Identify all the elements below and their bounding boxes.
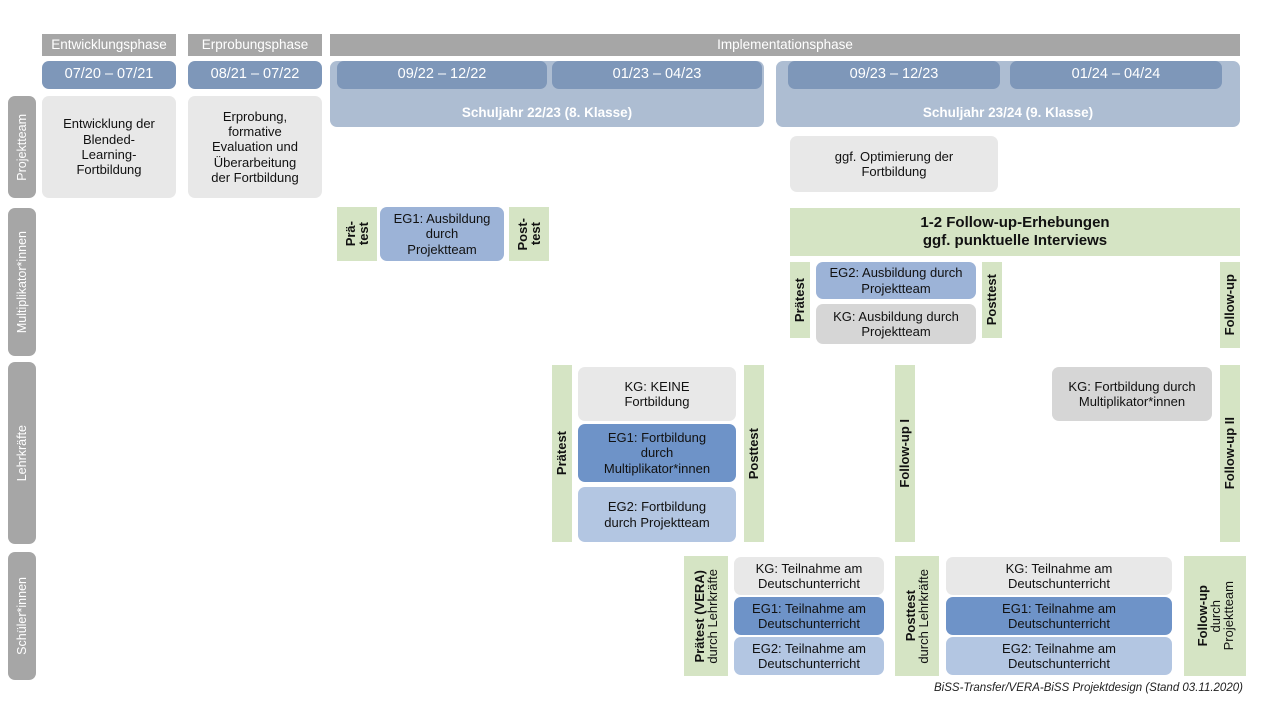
period-07-20-07-21: 07/20 – 07/21 xyxy=(42,61,176,89)
row-label-projektteam: Projektteam xyxy=(8,96,36,198)
multiplikatoren-praetest-short-strip: Prä- test xyxy=(337,207,377,261)
schueler-praetest-line-2: durch Lehrkräfte xyxy=(705,568,720,664)
lehrkraefte-followup-2-strip: Follow-up II xyxy=(1220,365,1240,542)
row-label-projektteam-text: Projektteam xyxy=(14,113,29,181)
multiplikatoren-kg-box: KG: Ausbildung durch Projektteam xyxy=(816,304,976,344)
multiplikatoren-followup-strip: Follow-up xyxy=(1220,262,1240,348)
projektteam-entwicklung-box: Entwicklung der Blended- Learning- Fortb… xyxy=(42,96,176,198)
lehrkraefte-kg-fortbildung-box: KG: Fortbildung durch Multiplikator*inne… xyxy=(1052,367,1212,421)
schueler-followup-text: Follow-up durch Projektteam xyxy=(1184,556,1246,676)
period-08-21-07-22: 08/21 – 07/22 xyxy=(188,61,322,89)
multiplikatoren-posttest-short-strip: Post- test xyxy=(509,207,549,261)
school-year-23-24-label: Schuljahr 23/24 (9. Klasse) xyxy=(922,105,1094,121)
schueler-posttest-strip: Posttest durch Lehrkräfte xyxy=(895,556,939,676)
row-label-multiplikatorinnen: Multiplikator*innen xyxy=(8,208,36,356)
schueler-eg1-box-left: EG1: Teilnahme am Deutschunterricht xyxy=(734,597,884,635)
lehrkraefte-praetest-strip: Prätest xyxy=(552,365,572,542)
multiplikatoren-followup-text: Follow-up xyxy=(1222,274,1238,336)
schueler-followup-line-3: Projektteam xyxy=(1220,581,1236,651)
schueler-eg2-box-left: EG2: Teilnahme am Deutschunterricht xyxy=(734,637,884,675)
lehrkraefte-posttest-strip: Posttest xyxy=(744,365,764,542)
footer-credit: BiSS-Transfer/VERA-BiSS Projektdesign (S… xyxy=(934,682,1243,694)
period-09-23-12-23: 09/23 – 12/23 xyxy=(788,61,1000,89)
multiplikatoren-eg2-box: EG2: Ausbildung durch Projektteam xyxy=(816,262,976,299)
phase-band-implementationsphase: Implementationsphase xyxy=(330,34,1240,56)
projektteam-optimierung-box: ggf. Optimierung der Fortbildung xyxy=(790,136,998,192)
lehrkraefte-followup-2-text: Follow-up II xyxy=(1222,417,1238,490)
multiplikatoren-followup-banner: 1-2 Follow-up-Erhebungen ggf. punktuelle… xyxy=(790,208,1240,256)
projektteam-erprobung-box: Erprobung, formative Evaluation und Über… xyxy=(188,96,322,198)
posttest-line-2: test xyxy=(528,222,543,246)
schueler-kg-box-right: KG: Teilnahme am Deutschunterricht xyxy=(946,557,1172,595)
row-label-multiplikatorinnen-text: Multiplikator*innen xyxy=(14,230,29,334)
school-year-22-23-label: Schuljahr 22/23 (8. Klasse) xyxy=(461,105,633,121)
schueler-followup-line-1: Follow-up xyxy=(1194,585,1210,647)
row-label-schuelerinnen-text: Schüler*innen xyxy=(14,577,29,655)
row-label-lehrkraefte-text: Lehrkräfte xyxy=(14,424,29,482)
multiplikatoren-eg1-box: EG1: Ausbildung durch Projektteam xyxy=(380,207,504,261)
lehrkraefte-eg1-box: EG1: Fortbildung durch Multiplikator*inn… xyxy=(578,424,736,482)
multiplikatoren-praetest-text: Prätest xyxy=(792,277,808,323)
schueler-posttest-text: Posttest durch Lehrkräfte xyxy=(895,556,939,676)
multiplikatoren-praetest-strip: Prätest xyxy=(790,262,810,338)
row-label-lehrkraefte: Lehrkräfte xyxy=(8,362,36,544)
lehrkraefte-praetest-text: Prätest xyxy=(554,431,570,476)
schueler-kg-box-left: KG: Teilnahme am Deutschunterricht xyxy=(734,557,884,595)
lehrkraefte-followup-1-strip: Follow-up I xyxy=(895,365,915,542)
schueler-posttest-line-2: durch Lehrkräfte xyxy=(916,568,931,664)
multiplikatoren-praetest-short-text: Prä- test xyxy=(337,207,377,261)
schueler-praetest-strip: Prätest (VERA) durch Lehrkräfte xyxy=(684,556,728,676)
lehrkraefte-kg-keine-box: KG: KEINE Fortbildung xyxy=(578,367,736,421)
phase-band-entwicklungsphase: Entwicklungsphase xyxy=(42,34,176,56)
schueler-praetest-text: Prätest (VERA) durch Lehrkräfte xyxy=(684,556,728,676)
period-09-22-12-22: 09/22 – 12/22 xyxy=(337,61,547,89)
schueler-followup-line-2: durch xyxy=(1207,599,1223,633)
praetest-line-2: test xyxy=(356,222,371,246)
phase-band-erprobungsphase: Erprobungsphase xyxy=(188,34,322,56)
lehrkraefte-posttest-text: Posttest xyxy=(746,427,762,480)
period-01-23-04-23: 01/23 – 04/23 xyxy=(552,61,762,89)
multiplikatoren-posttest-strip: Posttest xyxy=(982,262,1002,338)
multiplikatoren-posttest-text: Posttest xyxy=(984,274,1000,326)
schueler-followup-strip: Follow-up durch Projektteam xyxy=(1184,556,1246,676)
row-label-schuelerinnen: Schüler*innen xyxy=(8,552,36,680)
lehrkraefte-followup-1-text: Follow-up I xyxy=(897,419,913,488)
lehrkraefte-eg2-box: EG2: Fortbildung durch Projektteam xyxy=(578,487,736,542)
period-01-24-04-24: 01/24 – 04/24 xyxy=(1010,61,1222,89)
schueler-eg2-box-right: EG2: Teilnahme am Deutschunterricht xyxy=(946,637,1172,675)
multiplikatoren-posttest-short-text: Post- test xyxy=(509,207,549,261)
schueler-eg1-box-right: EG1: Teilnahme am Deutschunterricht xyxy=(946,597,1172,635)
